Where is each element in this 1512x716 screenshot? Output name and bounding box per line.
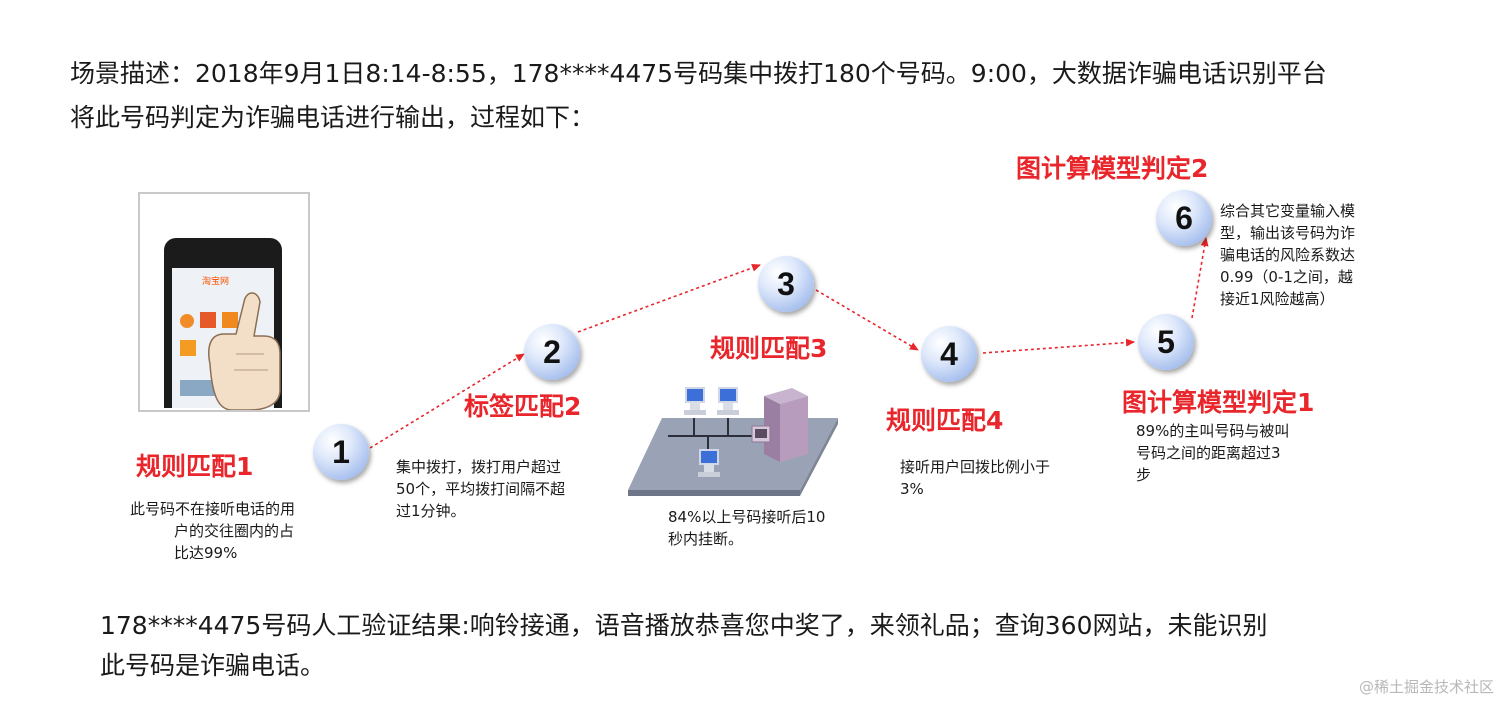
arrow-1-to-2 — [369, 353, 525, 449]
step-title-4: 规则匹配4 — [886, 406, 1004, 435]
step-desc-line: 此号码不在接听电话的用 — [130, 500, 296, 518]
step-desc-line: 接听用户回拨比例小于 — [900, 458, 1051, 476]
step-title-3: 规则匹配3 — [710, 334, 828, 363]
step-desc-line: 89%的主叫号码与被叫 — [1136, 422, 1290, 440]
step-desc-line: 3% — [900, 480, 924, 498]
step-desc-line: 过1分钟。 — [396, 502, 466, 520]
step-title-5: 图计算模型判定1 — [1122, 388, 1315, 417]
step-desc-line: 步 — [1136, 466, 1152, 484]
arrow-4-to-5 — [982, 338, 1135, 354]
step-desc-2: 集中拨打，拨打用户超过 50个，平均拨打间隔不超 过1分钟。 — [396, 456, 606, 522]
phone-app-tile — [180, 380, 216, 396]
step-title-1: 规则匹配1 — [136, 452, 254, 481]
step-desc-line: 综合其它变量输入模 — [1220, 202, 1356, 220]
step-desc-line: 型，输出该号码为诈 — [1220, 224, 1356, 242]
step-desc-line: 比达99% — [174, 544, 238, 562]
arrow-3-to-4 — [815, 289, 919, 351]
phone-app-tile — [180, 340, 196, 356]
step-desc-6: 综合其它变量输入模 型，输出该号码为诈 骗电话的风险系数达 0.99（0-1之间… — [1220, 200, 1410, 310]
step-desc-line: 集中拨打，拨打用户超过 — [396, 458, 562, 476]
step-desc-5: 89%的主叫号码与被叫 号码之间的距离超过3 步 — [1136, 420, 1336, 486]
step-node-4: 4 — [921, 326, 977, 382]
scenario-line-1: 场景描述：2018年9月1日8:14-8:55，178****4475号码集中拨… — [70, 59, 1327, 88]
step-desc-line: 50个，平均拨打间隔不超 — [396, 480, 566, 498]
step-desc-line: 秒内挂断。 — [668, 530, 744, 548]
step-desc-4: 接听用户回拨比例小于 3% — [900, 456, 1100, 500]
step-desc-line: 84%以上号码接听后10 — [668, 508, 826, 526]
scenario-description: 场景描述：2018年9月1日8:14-8:55，178****4475号码集中拨… — [70, 52, 1480, 140]
step-title-6: 图计算模型判定2 — [1016, 154, 1209, 183]
result-line-1: 178****4475号码人工验证结果:响铃接通，语音播放恭喜您中奖了，来领礼品… — [100, 611, 1268, 640]
step-node-6: 6 — [1156, 190, 1212, 246]
step-title-2: 标签匹配2 — [464, 392, 582, 421]
verification-result: 178****4475号码人工验证结果:响铃接通，语音播放恭喜您中奖了，来领礼品… — [100, 606, 1440, 686]
step-desc-3: 84%以上号码接听后10 秒内挂断。 — [668, 506, 868, 550]
phone-app-tile — [200, 312, 216, 328]
arrow-5-to-6 — [1191, 237, 1209, 319]
arrow-2-to-3 — [577, 264, 761, 333]
scenario-line-2: 将此号码判定为诈骗电话进行输出，过程如下： — [70, 103, 596, 132]
step-desc-line: 号码之间的距离超过3 — [1136, 444, 1281, 462]
network-illustration — [628, 387, 838, 496]
watermark: @稀土掘金技术社区 — [1358, 678, 1494, 696]
step-desc-line: 接近1风险越高） — [1220, 290, 1335, 308]
phone-app-tile — [222, 312, 238, 328]
pointing-hand-icon — [208, 292, 281, 410]
phone-app-tile — [180, 314, 194, 328]
result-line-2: 此号码是诈骗电话。 — [100, 651, 326, 680]
step-node-2: 2 — [524, 324, 580, 380]
phone-app-name: 淘宝网 — [202, 276, 230, 286]
step-desc-line: 0.99（0-1之间，越 — [1220, 268, 1353, 286]
step-node-3: 3 — [758, 256, 814, 312]
step-desc-line: 户的交往圈内的占 — [174, 522, 295, 540]
step-node-5: 5 — [1138, 314, 1194, 370]
step-desc-line: 骗电话的风险系数达 — [1220, 246, 1356, 264]
phone-illustration: 淘宝网 — [138, 192, 310, 412]
step-desc-1: 此号码不在接听电话的用 户的交往圈内的占 比达99% — [130, 498, 340, 564]
step-node-1: 1 — [313, 424, 369, 480]
